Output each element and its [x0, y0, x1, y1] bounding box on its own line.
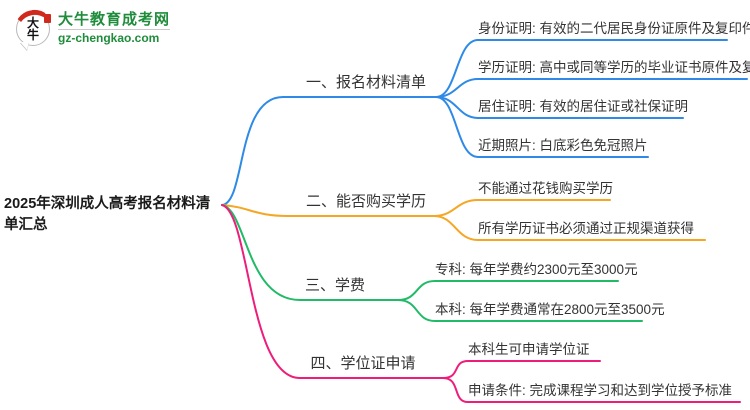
root-topic[interactable]: 2025年深圳成人高考报名材料清单汇总	[4, 196, 211, 233]
logo-icon-text: 大牛	[26, 15, 39, 42]
branch-2-lines	[221, 199, 706, 241]
logo-seal-icon	[44, 13, 51, 23]
branch-1-lines	[221, 39, 748, 206]
branch-label-2[interactable]: 二、能否购买学历	[305, 193, 426, 210]
leaf-id-proof[interactable]: 身份证明: 有效的二代居民身份证原件及复印件	[478, 21, 750, 36]
leaf-formal-channel[interactable]: 所有学历证书必须通过正规渠道获得	[478, 221, 694, 236]
leaf-residence-proof[interactable]: 居住证明: 有效的居住证或社保证明	[478, 99, 689, 114]
leaf-degree-eligible[interactable]: 本科生可申请学位证	[468, 342, 590, 357]
logo-icon: 大牛	[16, 11, 51, 46]
branch-3-lines	[221, 204, 643, 322]
leaf-photo[interactable]: 近期照片: 白底彩色免冠照片	[478, 138, 648, 153]
leaf-degree-condition[interactable]: 申请条件: 完成课程学习和达到学位授予标准	[468, 383, 733, 398]
logo-text: 大牛教育成考网 gz-chengkao.com	[58, 11, 171, 46]
leaf-tuition-zhuanke[interactable]: 专科: 每年学费约2300元至3000元	[435, 262, 638, 277]
leaf-tuition-benke[interactable]: 本科: 每年学费通常在2800元至3500元	[435, 302, 665, 317]
branch-label-1[interactable]: 一、报名材料清单	[305, 74, 426, 91]
site-name: 大牛教育成考网	[58, 11, 171, 28]
leaf-diploma-proof[interactable]: 学历证明: 高中或同等学历的毕业证书原件及复印件	[478, 60, 750, 75]
branch-4-lines	[221, 204, 741, 403]
leaf-no-buying[interactable]: 不能通过花钱购买学历	[478, 181, 613, 196]
site-domain: gz-chengkao.com	[58, 29, 171, 46]
site-logo[interactable]: 大牛 大牛教育成考网 gz-chengkao.com	[16, 11, 171, 46]
branch-label-4[interactable]: 四、学位证申请	[310, 355, 416, 372]
branch-label-3[interactable]: 三、学费	[304, 277, 365, 294]
